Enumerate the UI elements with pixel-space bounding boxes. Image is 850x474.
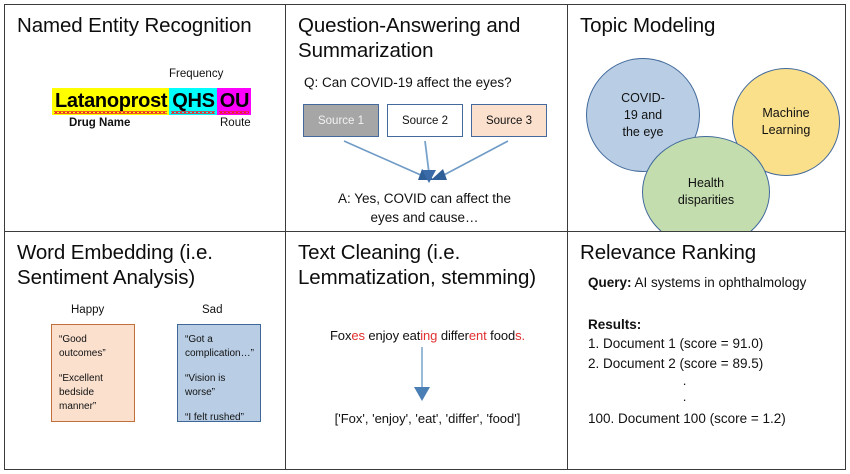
qa-source-2: Source 2 <box>387 104 463 137</box>
panel-title-text-cleaning: Text Cleaning (i.e. Lemmatization, stemm… <box>298 241 536 289</box>
panel-text-cleaning: Text Cleaning (i.e. Lemmatization, stemm… <box>285 231 567 469</box>
relevance-ranking-body: Query: AI systems in ophthalmology Resul… <box>588 273 835 429</box>
qa-answer: A: Yes, COVID can affect the eyes and ca… <box>298 189 557 227</box>
panel-title-word-embedding: Word Embedding (i.e. Sentiment Analysis) <box>17 241 213 289</box>
sentiment-box-sad: “Got a complication…” “Vision is worse” … <box>177 324 261 423</box>
panel-topic-modeling: Topic Modeling COVID- 19 and the eye Mac… <box>567 5 845 231</box>
relevance-ellipsis: . . <box>588 373 835 405</box>
sentence-part: ing <box>420 328 438 343</box>
sentiment-label-happy: Happy <box>71 304 105 316</box>
topic-bubble-group: COVID- 19 and the eye Machine Learning H… <box>580 40 840 231</box>
qa-answer-line-2: eyes and cause… <box>370 210 479 225</box>
ner-token-drug-text: Latanoprost <box>55 90 168 112</box>
panel-title-qa: Question-Answering and Summarization <box>298 14 521 62</box>
ner-drug-label: Drug Name <box>69 117 131 129</box>
ner-token-route-text: OU <box>219 90 250 112</box>
relevance-query: Query: AI systems in ophthalmology <box>588 273 835 293</box>
ner-token-drug: Latanoprost <box>52 88 170 115</box>
qa-answer-line-1: A: Yes, COVID can affect the <box>337 191 512 206</box>
qa-source-3: Source 3 <box>471 104 547 137</box>
panel-title-relevance-ranking: Relevance Ranking <box>580 241 757 264</box>
ner-route-label: Route <box>220 117 251 129</box>
ellipsis-dot: . <box>682 373 687 388</box>
relevance-query-text: AI systems in ophthalmology <box>631 275 807 290</box>
down-arrow-icon <box>414 347 430 401</box>
relevance-result-row: 2. Document 2 (score = 89.5) <box>588 355 764 371</box>
panel-named-entity-recognition: Named Entity Recognition Frequency Latan… <box>5 5 285 231</box>
sentence-part: differ <box>437 328 469 343</box>
text-cleaning-input-sentence: Foxes enjoy eating different foods. <box>298 328 557 343</box>
sentence-part: enjoy eat <box>364 328 421 343</box>
sentence-part: s. <box>515 328 526 343</box>
sentiment-quote: “Good outcomes” <box>59 334 106 359</box>
spellcheck-underline-icon <box>218 111 250 114</box>
sentence-part: Fox <box>329 328 352 343</box>
sentence-part: es <box>351 328 365 343</box>
spellcheck-underline-icon <box>171 111 215 114</box>
qa-question: Q: Can COVID-19 affect the eyes? <box>304 75 512 90</box>
relevance-result-row-last: 100. Document 100 (score = 1.2) <box>588 411 786 426</box>
panel-word-embedding: Word Embedding (i.e. Sentiment Analysis)… <box>5 231 285 469</box>
ner-token-row: Latanoprost QHS OU <box>52 88 252 115</box>
ner-token-frequency-text: QHS <box>172 90 215 112</box>
panel-grid: Named Entity Recognition Frequency Latan… <box>4 4 846 470</box>
ellipsis-dot: . <box>682 389 687 404</box>
qa-converging-arrows-icon <box>343 140 509 183</box>
spellcheck-underline-icon <box>54 111 168 114</box>
ner-token-route: OU <box>216 88 252 115</box>
sentence-part: ent <box>468 328 487 343</box>
relevance-query-label: Query: <box>588 275 632 290</box>
sentence-part: food <box>486 328 516 343</box>
sentiment-quote: “Vision is worse” <box>185 373 226 398</box>
sentiment-quote: “Got a complication…” <box>185 334 254 359</box>
panel-title-topic-modeling: Topic Modeling <box>580 14 716 37</box>
topic-bubble-machine-learning: Machine Learning <box>732 68 840 176</box>
ner-token-frequency: QHS <box>169 88 217 115</box>
sentiment-label-sad: Sad <box>202 304 223 316</box>
ner-frequency-label: Frequency <box>169 68 224 80</box>
qa-source-row: Source 1 Source 2 Source 3 <box>298 104 557 140</box>
text-cleaning-output-tokens: ['Fox', 'enjoy', 'eat', 'differ', 'food'… <box>334 411 521 426</box>
relevance-results-label: Results: <box>588 316 642 332</box>
sentiment-box-happy: “Good outcomes” “Excellent bedside manne… <box>51 324 135 422</box>
sentiment-quote: “I felt rushed” <box>185 412 244 423</box>
relevance-result-row: 1. Document 1 (score = 91.0) <box>588 336 764 351</box>
text-cleaning-arrow-wrap <box>298 343 557 407</box>
topic-bubble-health-disparities: Health disparities <box>642 136 770 231</box>
ner-illustration: Frequency Latanoprost QHS OU Drug <box>17 62 275 212</box>
qa-source-1: Source 1 <box>303 104 379 137</box>
sentiment-quote: “Excellent bedside manner” <box>59 373 103 412</box>
qa-arrow-group <box>298 140 557 188</box>
sentiment-illustration: Happy Sad “Good outcomes” “Excellent bed… <box>17 304 275 469</box>
panel-question-answering: Question-Answering and Summarization Q: … <box>285 5 567 231</box>
panel-title-ner: Named Entity Recognition <box>17 14 252 37</box>
panel-relevance-ranking: Relevance Ranking Query: AI systems in o… <box>567 231 845 469</box>
